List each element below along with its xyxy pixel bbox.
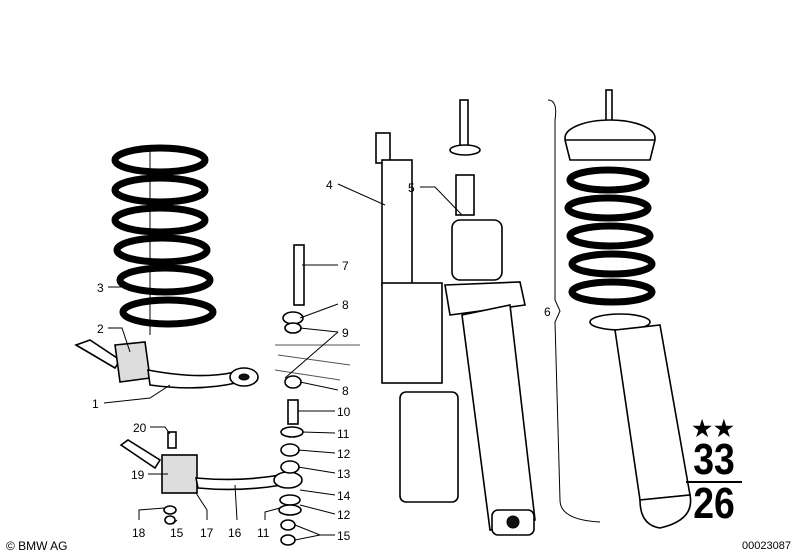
callout-7: 7 xyxy=(342,259,349,273)
callout-16: 16 xyxy=(228,526,242,540)
callout-14: 14 xyxy=(337,489,351,503)
callout-labels: 1 2 3 4 5 6 7 8 9 8 10 11 12 13 14 12 15… xyxy=(92,178,551,543)
callout-20: 20 xyxy=(133,421,147,435)
stabilizer-bar-rear[interactable] xyxy=(119,431,303,525)
callout-8: 8 xyxy=(342,298,349,312)
stabilizer-bar-front[interactable] xyxy=(74,339,259,389)
strut-assembly[interactable] xyxy=(547,89,692,529)
callout-9: 9 xyxy=(342,326,349,340)
callout-6: 6 xyxy=(544,305,551,319)
callout-8b: 8 xyxy=(342,384,349,398)
group-badge: ★★ 33 26 xyxy=(686,416,742,528)
leader-lines xyxy=(103,183,463,541)
divider xyxy=(686,481,742,483)
callout-11b: 11 xyxy=(257,526,270,540)
main-group-number: 33 xyxy=(693,435,735,484)
callout-10: 10 xyxy=(337,405,351,419)
callout-5: 5 xyxy=(408,181,415,195)
callout-3: 3 xyxy=(97,281,104,295)
callout-2: 2 xyxy=(97,322,104,336)
shock-absorber-with-bump-stop[interactable] xyxy=(444,99,536,536)
sub-group-number: 26 xyxy=(693,479,735,528)
copyright: © BMW AG xyxy=(6,539,68,553)
callout-1: 1 xyxy=(92,397,99,411)
shock-absorber[interactable] xyxy=(375,132,459,503)
callout-4: 4 xyxy=(326,178,333,192)
link-hardware-stack[interactable] xyxy=(274,244,360,546)
document-number: 00023087 xyxy=(742,540,791,552)
callout-15: 15 xyxy=(337,529,351,543)
callout-19: 19 xyxy=(131,468,145,482)
callout-17: 17 xyxy=(200,526,214,540)
callout-12: 12 xyxy=(337,447,351,461)
callout-11: 11 xyxy=(337,427,350,441)
coil-spring[interactable] xyxy=(111,144,217,335)
star-icons: ★★ xyxy=(692,416,736,441)
callout-13: 13 xyxy=(337,467,351,481)
callout-18: 18 xyxy=(132,526,146,540)
callout-12b: 12 xyxy=(337,508,351,522)
callout-15b: 15 xyxy=(170,526,184,540)
